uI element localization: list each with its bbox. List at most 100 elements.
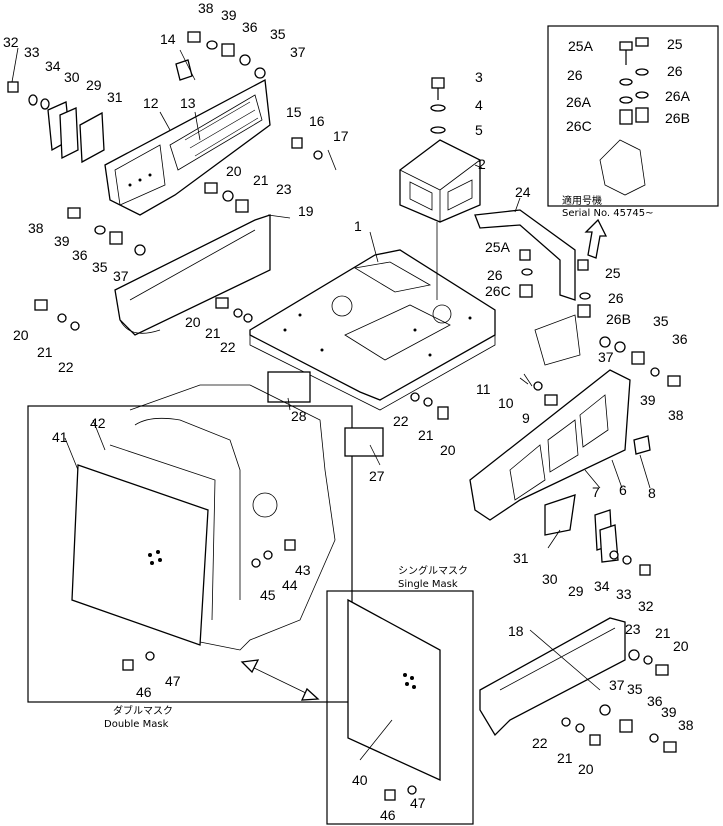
label-20f: 20 — [578, 761, 594, 777]
label-25-inset: 25 — [667, 36, 683, 52]
single-mask-jp: シングルマスク — [398, 564, 468, 577]
label-35c: 35 — [653, 313, 669, 329]
label-25A: 25A — [485, 239, 511, 255]
label-36: 36 — [242, 19, 258, 35]
label-26B: 26B — [606, 311, 631, 327]
label-6: 6 — [619, 482, 627, 498]
label-22e: 22 — [532, 735, 548, 751]
right-brackets — [544, 494, 619, 563]
label-47b: 47 — [410, 795, 426, 811]
label-29: 29 — [86, 77, 102, 93]
label-20b: 20 — [13, 327, 29, 343]
double-arrow — [240, 659, 320, 701]
label-26A-inset-l: 26A — [566, 94, 592, 110]
label-20e: 20 — [673, 638, 689, 654]
label-45: 45 — [260, 587, 276, 603]
label-26: 26 — [487, 267, 503, 283]
label-22d: 22 — [393, 413, 409, 429]
label-25A-inset: 25A — [568, 38, 594, 54]
control-box — [399, 139, 481, 223]
label-21d: 21 — [418, 427, 434, 443]
label-26A-inset-r: 26A — [665, 88, 691, 104]
label-26-inset-l: 26 — [567, 67, 583, 83]
label-28: 28 — [291, 408, 307, 424]
label-37c: 37 — [598, 349, 614, 365]
label-34: 34 — [45, 58, 61, 74]
label-33: 33 — [24, 44, 40, 60]
label-20: 20 — [226, 163, 242, 179]
left-brackets — [47, 101, 105, 164]
label-46: 46 — [136, 684, 152, 700]
label-32b: 32 — [638, 598, 654, 614]
label-35: 35 — [270, 26, 286, 42]
label-23: 23 — [276, 181, 292, 197]
label-22b: 22 — [58, 359, 74, 375]
captions: 適用号機 Serial No. 45745~ シングルマスク Single Ma… — [104, 194, 653, 730]
label-26C-inset: 26C — [566, 118, 592, 134]
label-25: 25 — [605, 265, 621, 281]
label-20c: 20 — [185, 314, 201, 330]
label-37b: 37 — [113, 268, 129, 284]
label-22c: 22 — [220, 339, 236, 355]
label-41: 41 — [52, 429, 68, 445]
right-upper-bracket — [474, 209, 581, 366]
label-20d: 20 — [440, 442, 456, 458]
serial-jp: 適用号機 — [562, 194, 602, 207]
label-34b: 34 — [594, 578, 610, 594]
bolt-3 — [431, 77, 445, 100]
fasteners — [7, 31, 681, 801]
label-21: 21 — [253, 172, 269, 188]
double-mask-box — [27, 405, 353, 703]
serial-arrow — [584, 218, 608, 259]
label-4: 4 — [475, 97, 483, 113]
label-42: 42 — [90, 415, 106, 431]
label-26C: 26C — [485, 283, 511, 299]
label-8: 8 — [648, 485, 656, 501]
inset-serial-box — [547, 25, 719, 207]
label-11: 11 — [476, 381, 491, 397]
label-24: 24 — [515, 184, 531, 200]
label-21c: 21 — [205, 325, 221, 341]
label-29b: 29 — [568, 583, 584, 599]
label-36c: 36 — [672, 331, 688, 347]
double-mask-jp: ダブルマスク — [113, 704, 173, 717]
leader-lines — [11, 47, 651, 761]
label-38: 38 — [198, 0, 214, 16]
label-2: 2 — [478, 156, 486, 172]
label-19: 19 — [298, 203, 314, 219]
label-26B-inset: 26B — [665, 110, 690, 126]
label-21f: 21 — [557, 750, 573, 766]
double-mask-en: Double Mask — [104, 719, 169, 730]
label-38d: 38 — [678, 717, 694, 733]
label-17: 17 — [333, 128, 349, 144]
label-14: 14 — [160, 31, 176, 47]
label-44: 44 — [282, 577, 298, 593]
serial-no: Serial No. 45745~ — [562, 208, 653, 219]
lower-hood — [129, 384, 336, 651]
right-side-panel — [469, 369, 631, 521]
label-30b: 30 — [542, 571, 558, 587]
label-9: 9 — [522, 410, 530, 426]
label-10: 10 — [498, 395, 514, 411]
label-32: 32 — [3, 34, 19, 50]
double-mask-plate — [71, 444, 216, 646]
single-mask-plate — [347, 598, 441, 782]
label-39d: 39 — [661, 704, 677, 720]
label-18: 18 — [508, 623, 524, 639]
left-upper-panel — [104, 78, 271, 216]
label-39: 39 — [221, 7, 237, 23]
label-3: 3 — [475, 69, 483, 85]
left-lower-panel — [114, 214, 271, 336]
label-5: 5 — [475, 122, 483, 138]
label-37d: 37 — [609, 677, 625, 693]
label-37: 37 — [290, 44, 306, 60]
bracket-27 — [344, 427, 384, 457]
main-deck-plate — [249, 249, 496, 411]
inset-bracket — [599, 37, 649, 196]
label-26d: 26 — [608, 290, 624, 306]
label-38c: 38 — [668, 407, 684, 423]
callouts: 32 33 34 30 29 31 12 13 14 38 39 36 35 3… — [3, 0, 694, 823]
label-31: 31 — [107, 89, 123, 105]
label-33b: 33 — [616, 586, 632, 602]
